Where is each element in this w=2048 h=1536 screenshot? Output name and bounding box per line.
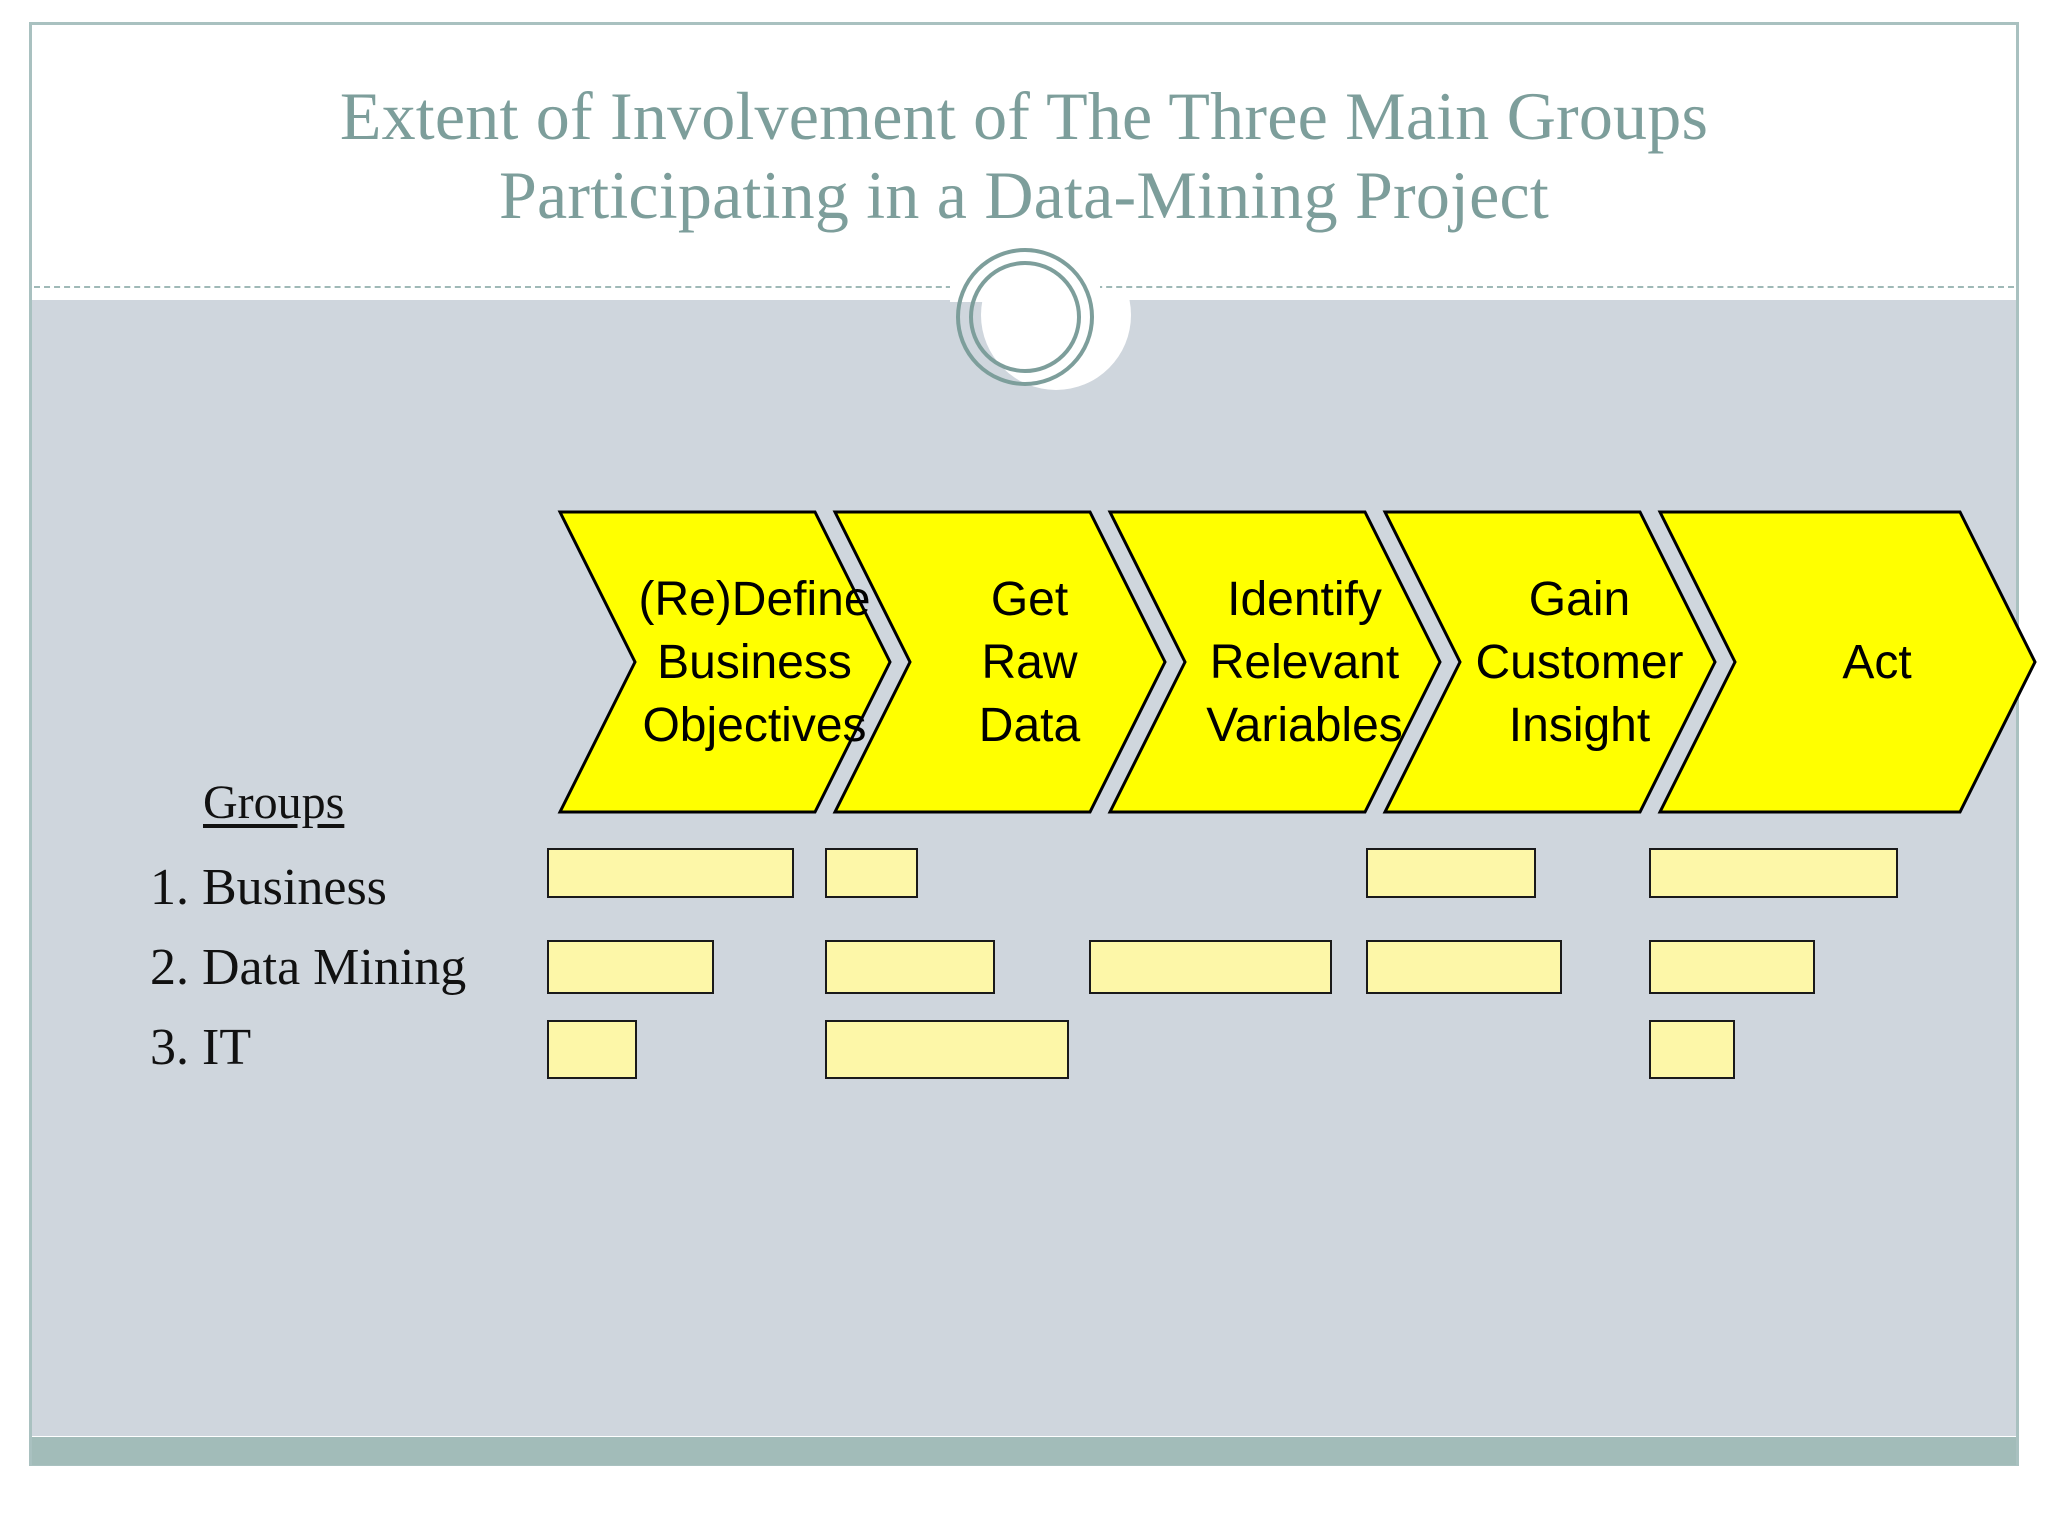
involvement-bar-it — [547, 1020, 637, 1079]
page-title: Extent of Involvement of The Three Main … — [74, 77, 1974, 235]
bottom-accent-bar — [32, 1437, 2016, 1465]
group-label-business: 1. Business — [150, 859, 387, 916]
involvement-bar-business — [547, 848, 794, 898]
groups-heading: Groups — [203, 776, 345, 829]
involvement-bar-data-mining — [547, 940, 714, 994]
page-title-line-2: Participating in a Data-Mining Project — [498, 157, 1549, 233]
group-label-data-mining: 2. Data Mining — [150, 939, 467, 996]
involvement-bar-data-mining — [1089, 940, 1332, 994]
involvement-bar-business — [1366, 848, 1536, 898]
page-title-line-1: Extent of Involvement of The Three Main … — [339, 78, 1709, 155]
involvement-bar-data-mining — [1366, 940, 1562, 994]
involvement-bar-data-mining — [825, 940, 995, 994]
involvement-bar-business — [825, 848, 918, 898]
involvement-bar-it — [1649, 1020, 1735, 1079]
divider-circle-inner-ring-icon — [969, 261, 1081, 373]
divider-circle-outer-ring-icon — [956, 248, 1094, 386]
group-label-it: 3. IT — [150, 1019, 252, 1076]
involvement-bar-business — [1649, 848, 1898, 898]
title-band: Extent of Involvement of The Three Main … — [32, 25, 2016, 287]
involvement-bar-data-mining — [1649, 940, 1815, 994]
involvement-bar-it — [825, 1020, 1069, 1079]
